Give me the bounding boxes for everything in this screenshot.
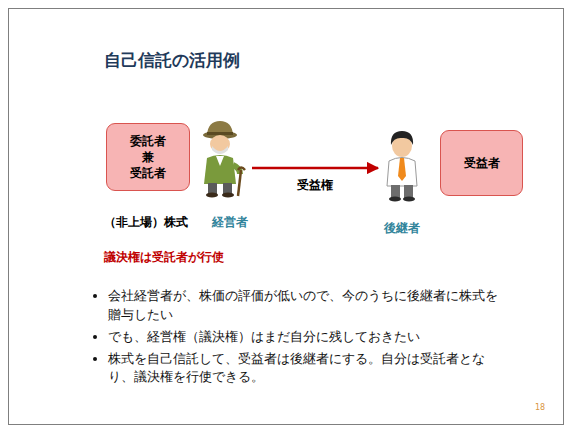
stock-label: （非上場）株式 <box>104 214 188 231</box>
node-area: 委託者 兼 受託者 <box>106 120 248 200</box>
young-man-figure <box>387 131 417 202</box>
slide-title: 自己信託の活用例 <box>104 50 240 72</box>
page-number: 18 <box>535 403 545 412</box>
slide-border <box>9 9 564 425</box>
role-text: 委託者 兼 受託者 <box>128 133 168 182</box>
role-box: 委託者 兼 受託者 <box>106 123 190 191</box>
elderly-man-figure <box>203 121 245 198</box>
node-area: 受益者 <box>382 126 523 202</box>
bullet-item: 株式を自己信託して、受益者は後継者にする。自分は受託者となり、議決権を行使できる… <box>108 350 500 388</box>
arrow-connector <box>252 167 378 170</box>
role-box: 受益者 <box>440 130 523 196</box>
bullet-item: 会社経営者が、株価の評価が低いので、今のうちに後継者に株式を贈与したい <box>108 287 500 325</box>
note-text: 議決権は受託者が行使 <box>104 249 224 266</box>
role-text: 受益者 <box>462 155 502 171</box>
bullet-item: でも、経営権（議決権）はまだ自分に残しておきたい <box>108 328 500 347</box>
role-caption: 経営者 <box>212 214 248 231</box>
edge-label: 受益権 <box>295 177 335 194</box>
bullet-list: 会社経営者が、株価の評価が低いので、今のうちに後継者に株式を贈与したいでも、経営… <box>92 287 500 390</box>
role-caption: 後継者 <box>384 220 420 237</box>
